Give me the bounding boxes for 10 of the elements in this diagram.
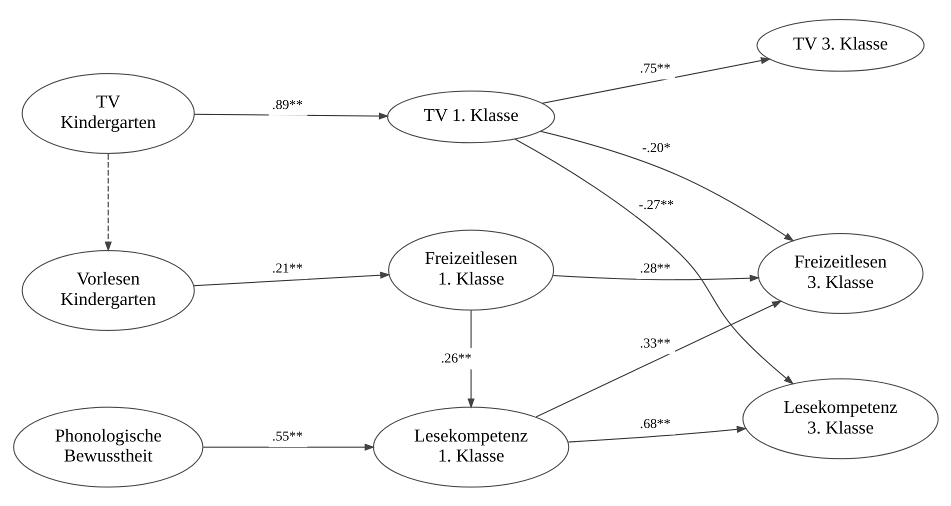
edge-label: .21** [272,260,302,275]
edge-label: -.27** [638,196,674,212]
edge-label: .89** [272,96,302,112]
edge-label: .68** [639,415,670,430]
edge-label: .26** [440,350,472,366]
edge-label: .75** [639,60,670,76]
edge-label: -.20* [642,140,670,155]
edge-label: .55** [272,428,302,443]
edge-label: .28** [639,260,670,275]
edge-label: .33** [639,334,670,350]
